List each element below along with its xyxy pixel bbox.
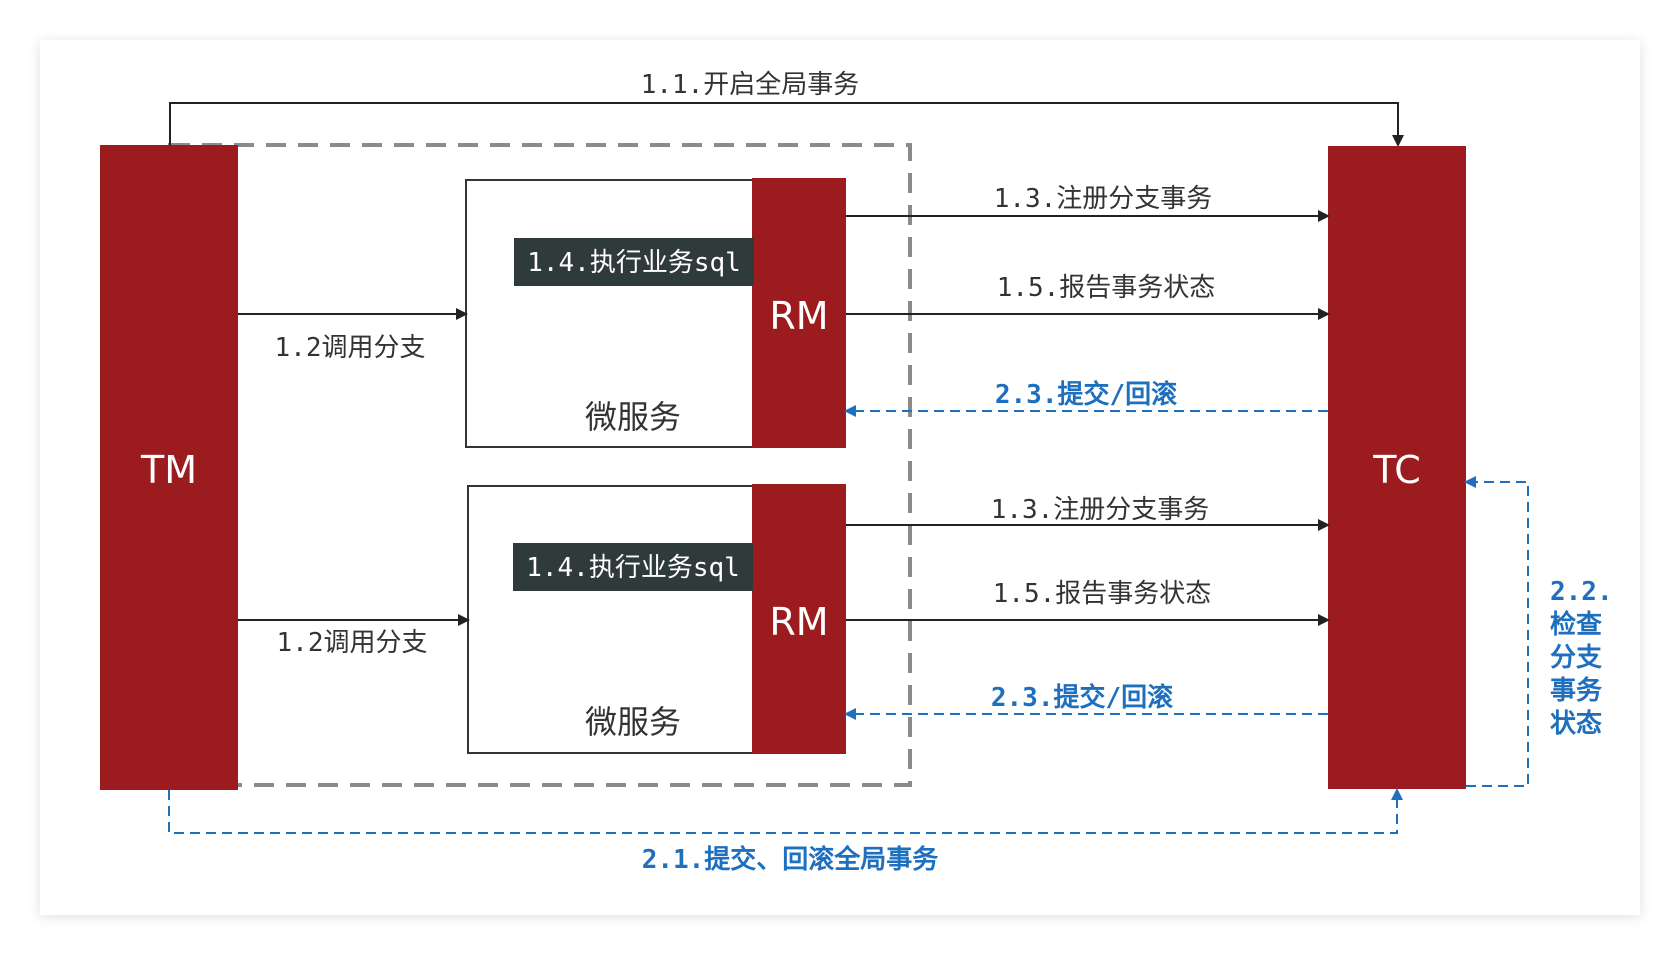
sql-box (514, 238, 754, 286)
check-status-label-2: 检查 (1550, 609, 1602, 640)
microservice-2: RM 1.4.执行业务sql 微服务 (467, 484, 846, 754)
tm-block (100, 145, 238, 790)
register-branch-label: 1.3.注册分支事务 (994, 184, 1213, 214)
call-branch-label: 1.2调用分支 (277, 628, 428, 658)
tc-label: TC (1372, 448, 1421, 492)
begin-global-arrow (169, 102, 1404, 147)
rm-label: RM (769, 294, 828, 338)
check-status-label-1: 2.2. (1550, 577, 1613, 607)
commit-rollback-label: 2.3.提交/回滚 (991, 682, 1173, 713)
commit-rollback-label: 2.3.提交/回滚 (995, 379, 1177, 410)
rm-label: RM (769, 600, 828, 644)
check-status-label-5: 状态 (1550, 708, 1602, 739)
register-branch-label: 1.3.注册分支事务 (991, 495, 1210, 525)
report-status-label: 1.5.报告事务状态 (993, 579, 1212, 609)
rm-block (752, 484, 846, 754)
report-status-label: 1.5.报告事务状态 (997, 273, 1216, 303)
microservice-1: RM 1.4.执行业务sql 微服务 (465, 178, 846, 448)
tm-label: TM (140, 448, 197, 492)
microservice-box (465, 179, 755, 448)
global-commit-label: 2.1.提交、回滚全局事务 (642, 844, 939, 875)
begin-global-label: 1.1.开启全局事务 (641, 70, 860, 100)
sql-label: 1.4.执行业务sql (527, 248, 741, 278)
global-commit-arrow (168, 788, 1403, 834)
check-status-arrow (1464, 476, 1529, 787)
tc-block (1328, 146, 1466, 789)
check-status-label-3: 分支 (1550, 643, 1602, 673)
microservice-label: 微服务 (585, 703, 681, 741)
rm-block (752, 178, 846, 448)
check-status-label-4: 事务 (1550, 676, 1602, 706)
sql-label: 1.4.执行业务sql (526, 553, 740, 583)
call-branch-label: 1.2调用分支 (275, 333, 426, 363)
microservice-label: 微服务 (585, 398, 681, 436)
sql-box (513, 543, 753, 591)
